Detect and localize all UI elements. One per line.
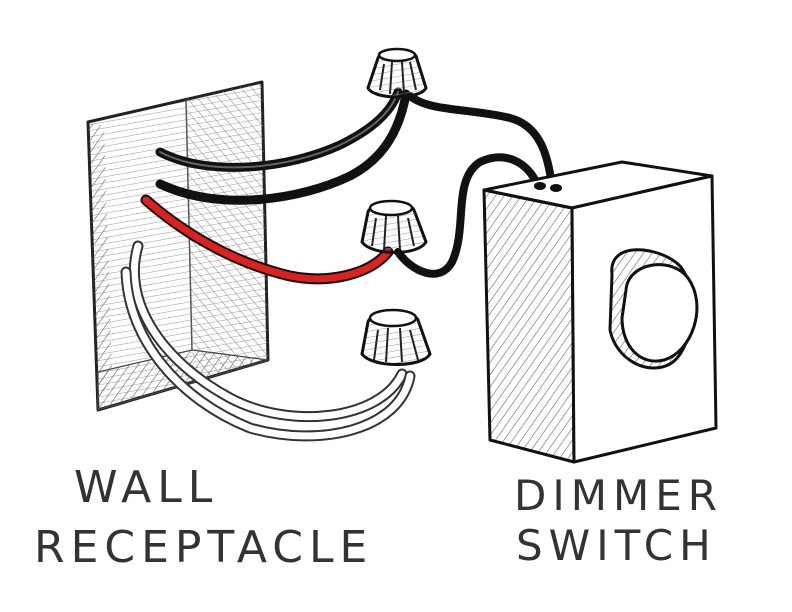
dimmer-switch (482, 160, 718, 464)
black-wire-2 (155, 89, 411, 205)
receptacle-left-inner (88, 122, 112, 410)
switch-label-line1: DIMMER (514, 471, 723, 520)
receptacle-right-inner (186, 82, 268, 380)
receptacle-label-line2: RECEPTACLE (34, 522, 373, 573)
black-wire-4 (394, 153, 542, 278)
wire-nut-icon (360, 308, 432, 366)
wire-nut-icon (360, 199, 428, 254)
receptacle-label-line1: WALL (74, 462, 218, 513)
black-wire-3 (406, 92, 556, 190)
wires (120, 87, 556, 442)
switch-label-line2: SWITCH (516, 521, 717, 570)
receptacle-inner-edge (185, 99, 193, 351)
dimmer-knob-icon (608, 248, 699, 370)
dimmer-side-face (482, 188, 576, 464)
black-wire-1 (155, 87, 403, 172)
wire-nut-icon (366, 47, 428, 99)
